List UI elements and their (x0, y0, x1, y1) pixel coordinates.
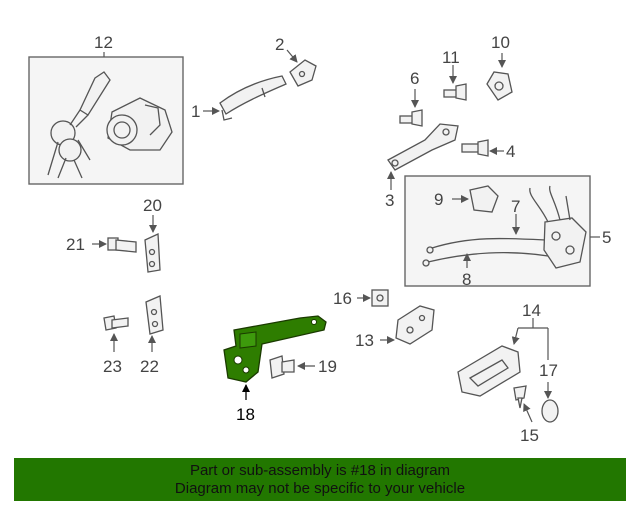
callout-2: 2 (275, 35, 284, 54)
hinge-lower-22 (145, 295, 164, 335)
handle-bracket (387, 123, 459, 171)
banner-line-disclaimer: Diagram may not be specific to your vehi… (174, 480, 466, 497)
inside-handle-bracket-13 (395, 305, 435, 345)
callout-5: 5 (602, 228, 611, 247)
bolt-23 (103, 315, 129, 331)
callout-19: 19 (318, 357, 337, 376)
door-check-18 (223, 315, 327, 383)
handle-cap (289, 59, 317, 87)
callout-3: 3 (385, 191, 394, 210)
lock-cylinder-box (28, 52, 184, 185)
cable-8 (427, 252, 549, 263)
bolt-11 (443, 83, 467, 101)
bolt-19 (269, 355, 295, 379)
callout-11: 11 (442, 48, 460, 67)
callout-6: 6 (410, 69, 419, 88)
latch-cover-9 (469, 185, 499, 213)
ring-17 (541, 399, 559, 423)
callout-13: 13 (355, 331, 374, 350)
callout-15: 15 (520, 426, 539, 445)
callout-1: 1 (191, 102, 200, 121)
striker-10 (486, 71, 513, 101)
callout-20: 20 (143, 196, 162, 215)
callout-21: 21 (66, 235, 85, 254)
screw-15 (513, 385, 527, 409)
callout-8: 8 (462, 270, 471, 289)
bolt-21 (107, 237, 137, 253)
hinge-upper-20 (144, 233, 161, 273)
callout-10: 10 (491, 33, 510, 52)
callout-14: 14 (522, 301, 541, 320)
parts-diagram: 12 1 2 3 4 5 6 7 8 9 10 11 13 14 15 16 1… (28, 33, 611, 445)
callout-9: 9 (434, 190, 443, 209)
callout-18: 18 (236, 405, 255, 424)
banner-line-part: Part or sub-assembly is #18 in diagram (189, 462, 451, 479)
callout-4: 4 (506, 142, 515, 161)
callout-17: 17 (539, 361, 558, 380)
clip-16 (371, 289, 389, 307)
latch-box (404, 175, 600, 287)
callout-12: 12 (94, 33, 113, 52)
cable-7 (431, 237, 546, 249)
bolt-6 (399, 109, 423, 127)
outside-handle (219, 75, 287, 121)
lock-cylinder (106, 97, 173, 151)
callout-16: 16 (333, 289, 352, 308)
callout-22: 22 (140, 357, 159, 376)
info-banner: Part or sub-assembly is #18 in diagram D… (14, 458, 626, 501)
screw-4 (461, 139, 489, 157)
callout-7: 7 (511, 197, 520, 216)
door-latch (529, 185, 587, 269)
key-set (47, 71, 111, 179)
inside-handle-14 (457, 345, 521, 397)
callout-23: 23 (103, 357, 122, 376)
